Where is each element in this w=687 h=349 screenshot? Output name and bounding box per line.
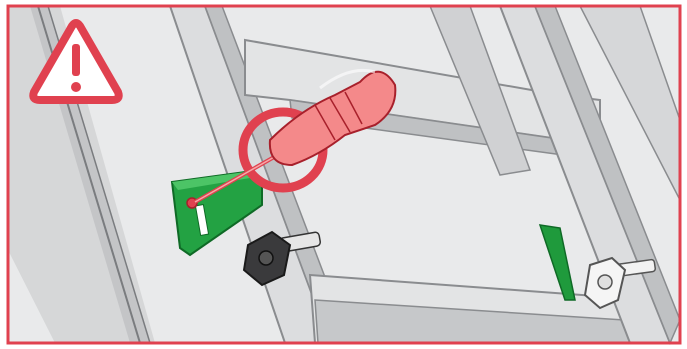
ladder-assembly-illustration — [0, 0, 687, 349]
illustration-frame — [0, 0, 687, 349]
